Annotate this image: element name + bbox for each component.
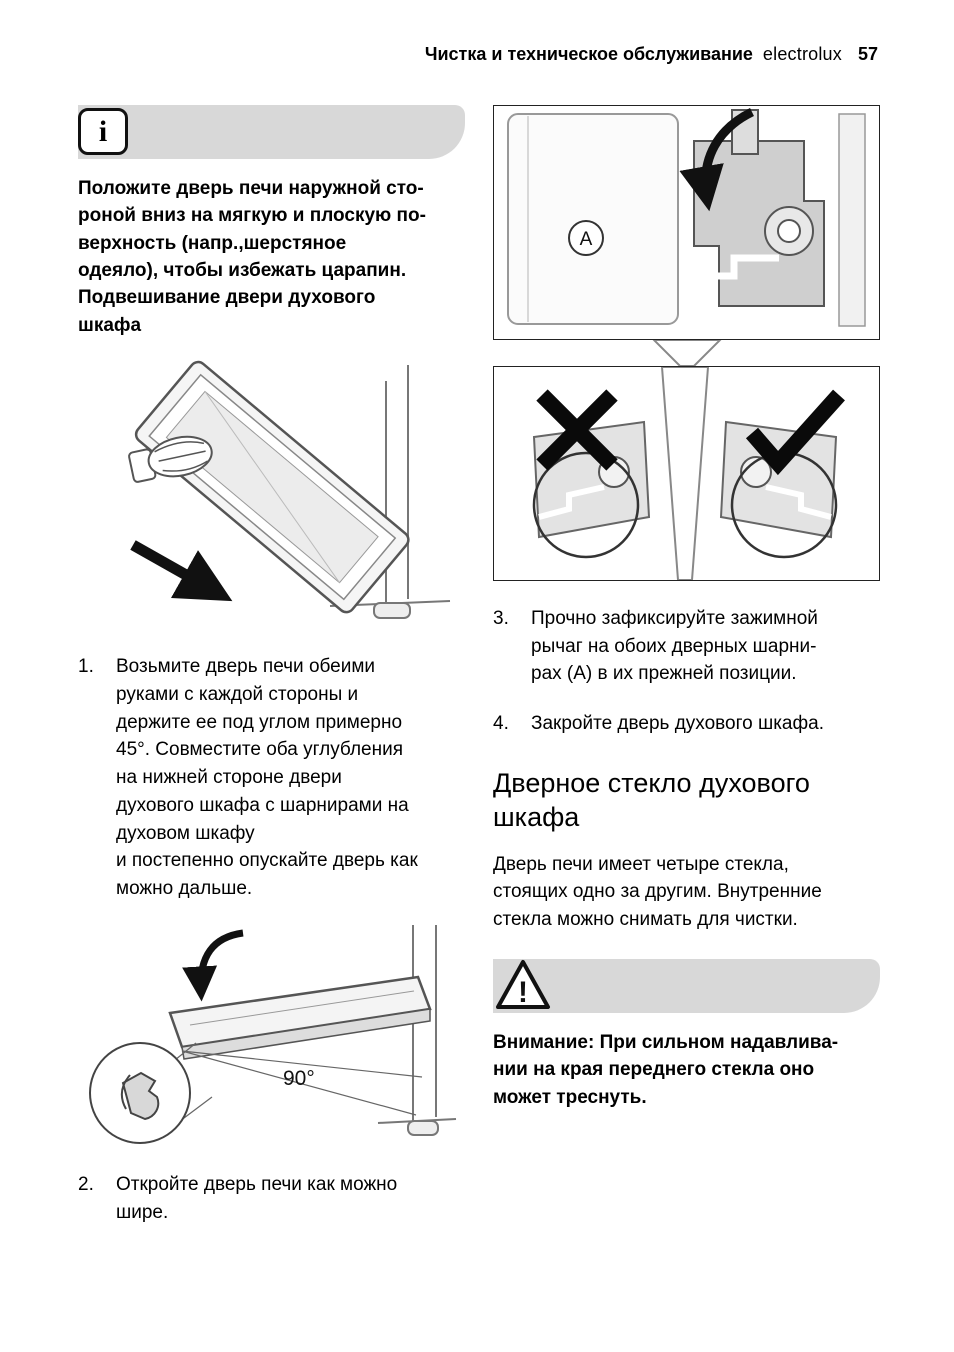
wrong-correct-drawing [532, 367, 845, 580]
glass-section-heading: Дверное стекло духового шкафа [493, 767, 810, 833]
hinge-latch-detail [121, 1071, 160, 1120]
press-down-arrow-icon [679, 107, 755, 212]
warning-glyph: ! [518, 976, 528, 1009]
info-icon: i [78, 108, 128, 155]
brand-name: electrolux [762, 44, 842, 64]
step-text: Возьмите дверь печи обеими руками с кажд… [116, 656, 418, 900]
illustration-hang-door [78, 353, 465, 623]
zoom-circle-left [532, 451, 640, 559]
hang-door-drawing [128, 360, 451, 620]
info-band: i [78, 105, 465, 159]
right-column: A [493, 105, 880, 1248]
step-text: Откройте дверь печи как можно шире. [116, 1173, 398, 1223]
oven-side-panel [507, 113, 679, 325]
hand-icon [128, 435, 213, 484]
left-column: i Положите дверь печи наружной сто- роно… [78, 105, 465, 1248]
clamping-lever [731, 109, 759, 155]
step-2: 2. Откройте дверь печи как можно шире. [78, 1171, 465, 1226]
step-number: 2. [78, 1173, 94, 1195]
label-a-circle [568, 220, 604, 256]
open-door-drawing: 90° [89, 924, 457, 1144]
step-text: Закройте дверь духового шкафа. [531, 713, 824, 735]
door-edge-wedge [660, 367, 710, 580]
oven-foot [407, 1119, 439, 1136]
illustration-hinge-lever-a: A [493, 105, 880, 340]
check-mark-icon [745, 389, 845, 476]
direction-arrow-icon [130, 540, 233, 602]
warning-band: ! [493, 959, 880, 1016]
two-column-layout: i Положите дверь печи наружной сто- роно… [78, 105, 880, 1248]
hinge-bracket [693, 140, 825, 307]
oven-door [134, 360, 410, 614]
warning-icon: ! [495, 959, 551, 1016]
step-1: 1. Возьмите дверь печи обеими руками с к… [78, 653, 465, 903]
step-4: 4. Закройте дверь духового шкафа. [493, 710, 880, 738]
section-title: Чистка и техническое обслуживание [424, 44, 753, 64]
page-header: Чистка и техническое обслуживание electr… [78, 44, 880, 65]
hinge-lever-drawing: A [507, 107, 866, 327]
step-number: 1. [78, 656, 94, 678]
manual-page: Чистка и техническое обслуживание electr… [78, 44, 880, 1248]
warning-note-text: Внимание: При сильном надавлива- нии на … [493, 1032, 839, 1108]
illustration-wrong-vs-correct [493, 366, 880, 581]
step-text: Прочно зафиксируйте зажимной рычаг на об… [531, 608, 818, 685]
step-3: 3. Прочно зафиксируйте зажимной рычаг на… [493, 605, 880, 688]
glass-section-text: Дверь печи имеет четыре стекла, стоящих … [493, 854, 822, 930]
step-number: 4. [493, 713, 509, 735]
info-note-text: Положите дверь печи наружной сто- роной … [78, 178, 426, 336]
angle-label: 90° [283, 1067, 315, 1090]
oven-foot [373, 602, 411, 620]
figure-connector [652, 340, 721, 366]
step-number: 3. [493, 608, 509, 629]
rotate-arrow-icon [182, 929, 244, 1002]
x-mark-icon [536, 389, 618, 471]
hinge-a-label: A [580, 229, 593, 250]
page-number: 57 [857, 44, 878, 64]
illustration-open-door-90: 90° [78, 924, 465, 1155]
